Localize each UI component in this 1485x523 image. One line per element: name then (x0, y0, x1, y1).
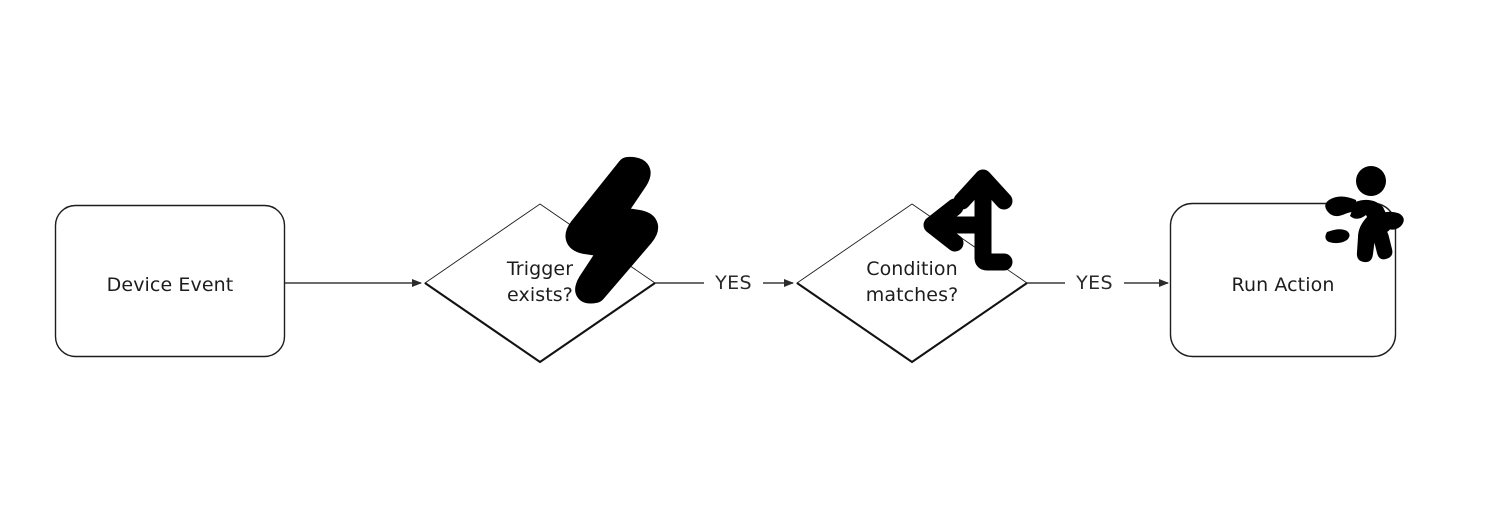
lightning-bolt-icon (565, 156, 659, 304)
node-device-event-shape[interactable] (54, 204, 286, 358)
running-person-icon (1325, 166, 1404, 263)
node-condition-matches-shape-emphasis (796, 282, 1028, 364)
node-condition-matches-shape[interactable] (796, 203, 1028, 363)
branch-arrow-icon (923, 169, 1013, 271)
edge-label-yes-condition-to-action: YES (1076, 272, 1113, 294)
edge-label-yes-trigger-to-condition: YES (715, 272, 752, 294)
node-trigger-exists-shape-emphasis (424, 282, 656, 364)
